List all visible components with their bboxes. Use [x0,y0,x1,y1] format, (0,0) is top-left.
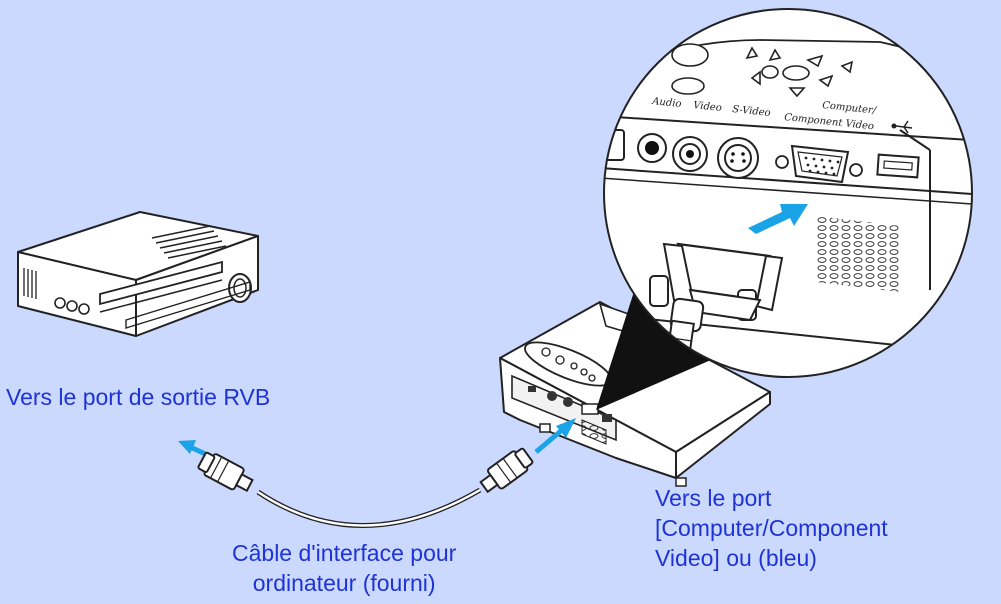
port-label-svideo: S-Video [732,104,771,119]
usb-icon [891,120,913,134]
video-source-device [17,211,259,337]
port-label-line-3: Video] ou (bleu) [655,545,817,571]
magnified-port-view: Audio Video S-Video Computer/ Component … [603,8,973,378]
cable-label: Câble d'interface pour ordinateur (fourn… [232,538,456,598]
cable-label-line-1: Câble d'interface pour [232,540,457,566]
port-label-line-1: Vers le port [655,485,772,511]
cable-label-line-2: ordinateur (fourni) [252,570,436,596]
rgb-output-label: Vers le port de sortie RVB [6,384,271,410]
port-label-video: Video [693,100,723,114]
arrow-connect-icon [748,204,808,234]
computer-port-label: Vers le port [Computer/Component Video] … [655,483,888,573]
arrow-port-icon [534,418,576,454]
zoom-wedge [596,248,720,410]
port-label-audio: Audio [651,96,682,110]
port-label-line-2: [Computer/Component [655,515,888,541]
computer-cable [197,447,534,528]
